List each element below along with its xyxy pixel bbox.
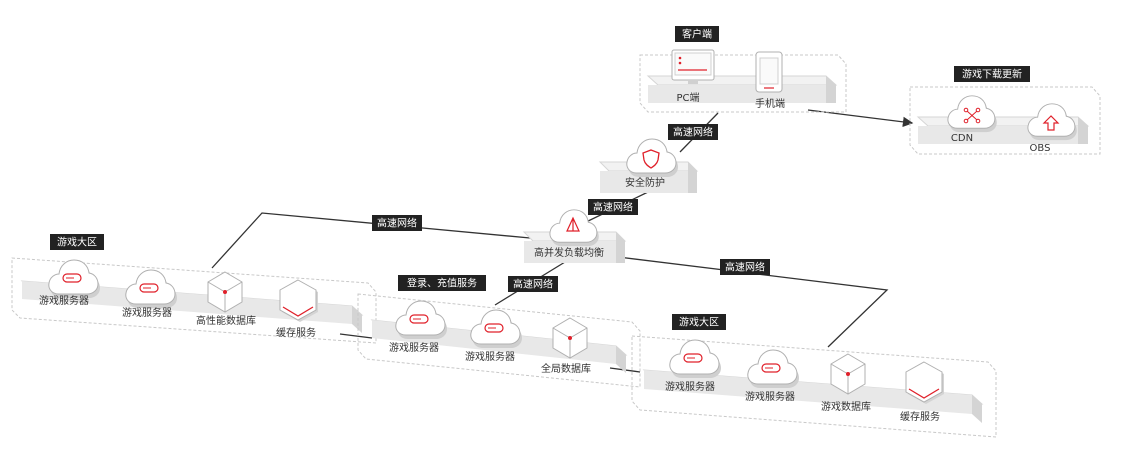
svg-text:高速网络: 高速网络 [725,261,765,274]
security-label: 安全防护 [625,176,665,189]
update-group-title-tag [954,66,1030,82]
obs-label: OBS [1030,143,1051,154]
zone1-title: 游戏大区 [57,236,97,249]
update-group: 游戏下载更新 CDN OBS [909,66,1101,155]
svg-text:高速网络: 高速网络 [593,201,633,214]
zone1-title-tag [50,234,104,250]
zone1-server2-label: 游戏服务器 [122,306,172,319]
mobile-phone-icon [755,51,783,93]
game-server-cloud-icon [669,339,722,379]
mobile-label: 手机端 [755,97,785,110]
zone2-server2-label: 游戏服务器 [745,390,795,403]
login-group: 登录、充值服务 游戏服务器 游戏服务器 全局数据库 [357,275,641,388]
zone2-server1-label: 游戏服务器 [665,380,715,393]
database-icon [830,353,866,395]
client-group-title-tag [675,26,719,42]
zone1-group: 游戏大区 游戏服务器 游戏服务器 高性能数据库 缓存服务 [11,234,377,344]
zone2-cache-label: 缓存服务 [900,410,940,423]
network-tag-lb-zone2: 高速网络 [720,259,770,275]
game-server-cloud-icon [395,300,448,340]
svg-text:高速网络: 高速网络 [673,126,713,139]
game-server-cloud-icon [125,269,178,309]
zone2-title: 游戏大区 [679,316,719,329]
obs-cloud-icon [1027,103,1078,141]
cache-hexagon-icon [279,279,318,322]
zone1-cache-label: 缓存服务 [276,326,316,339]
game-server-cloud-icon [48,259,101,299]
security-node: 安全防护 [598,138,699,193]
load-balancer-label: 高并发负载均衡 [534,246,604,259]
pc-monitor-icon [671,49,715,84]
zone2-title-tag [672,314,726,330]
zone2-group: 游戏大区 游戏服务器 游戏服务器 游戏数据库 缓存服务 [631,314,997,438]
svg-text:高速网络: 高速网络 [377,217,417,230]
login-server2-label: 游戏服务器 [465,350,515,363]
load-balancer-cloud-icon [549,209,600,247]
database-icon [207,271,243,313]
database-icon [552,317,588,359]
cache-hexagon-icon [905,361,944,404]
cdn-label: CDN [951,133,973,144]
zone1-server1-label: 游戏服务器 [39,294,89,307]
game-server-cloud-icon [470,309,523,349]
update-group-title: 游戏下载更新 [962,68,1022,81]
zone2-database-label: 游戏数据库 [821,400,871,413]
client-group-title: 客户端 [682,28,712,41]
shield-cloud-icon [626,138,679,178]
cdn-cloud-icon [947,95,998,133]
client-group: 客户端 PC端 手机端 [639,26,847,113]
login-group-title: 登录、充值服务 [407,277,477,290]
svg-text:高速网络: 高速网络 [513,278,553,291]
pc-label: PC端 [676,91,699,104]
login-group-title-tag [398,275,486,291]
login-server1-label: 游戏服务器 [389,341,439,354]
login-database-label: 全局数据库 [541,362,591,375]
game-server-cloud-icon [747,349,800,389]
network-tag-client-security: 高速网络 [668,124,718,140]
network-tag-lb-zone1: 高速网络 [372,215,422,231]
network-tag-security-lb: 高速网络 [588,199,638,215]
zone1-database-label: 高性能数据库 [196,314,256,327]
load-balancer-node: 高并发负载均衡 [522,209,627,263]
network-tag-lb-login: 高速网络 [508,276,558,292]
